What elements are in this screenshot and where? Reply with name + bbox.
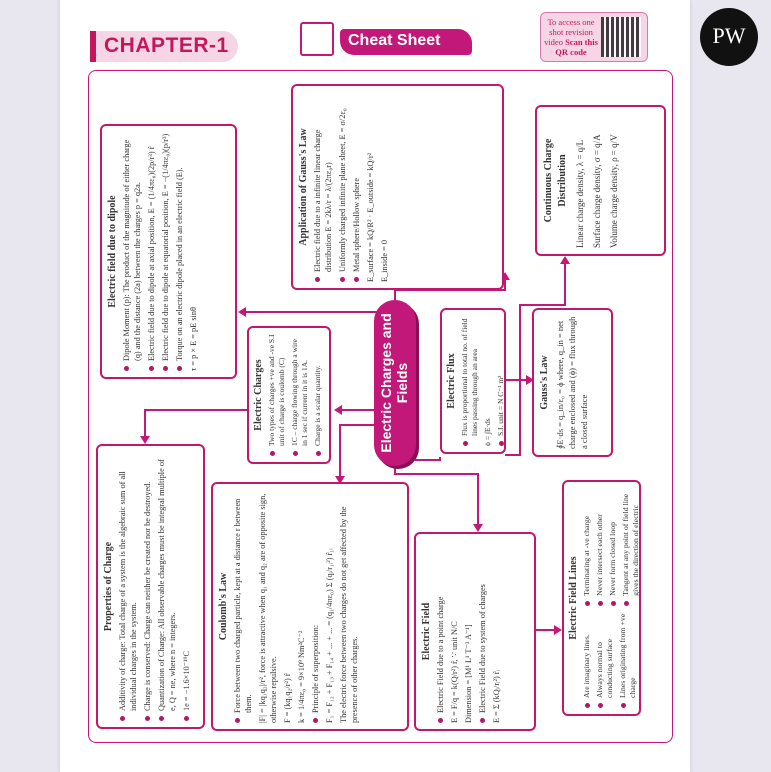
list-item: Are imaginary lines. [582,610,592,708]
inside-formula: E_inside = 0 [380,239,389,282]
torque-formula: τ = p × E = pE sinθ [189,307,198,371]
qr-text: To access one shot revision video [544,17,595,47]
list-item: Electric field due to dipole at axial po… [146,132,157,371]
dimension: Dimension = [M¹ L¹ T⁻³ A⁻¹] [464,624,473,723]
link-coulomb [339,424,375,480]
list-item: Charge is conserved: Charge can neither … [142,452,153,721]
coulomb-title: Coulomb's Law [218,572,229,641]
link-continuous [505,260,566,456]
sphere-formula: E_surface = kQ/R² · E_outside = kQ/r² [366,152,375,282]
list-item: Electric field due to a infinite linear … [312,92,334,282]
gauss-text: ∮E·ds = q_in/ε₀ = ϕ where, q_in = net ch… [555,316,589,449]
cheat-sheet-banner: Cheat Sheet [340,29,472,55]
list-item: Force between two charged particle, kept… [232,490,254,723]
list-item: Never intersect each other [595,488,605,606]
electric-charges-box: Electric Charges Two types of charges +v… [247,326,331,464]
properties-box: Properties of Charge Additivity of charg… [96,444,205,729]
list-item: Additivity of charge: Total charge of a … [117,452,139,721]
coulomb-box: Coulomb's Law Force between two charged … [211,482,409,731]
coulomb-formula: |F| = |kq₁q₂|/r², force is attractive wh… [258,493,278,723]
coulomb-vector: F = (kq₁q₂/r²) r̂ [283,673,292,723]
superposition-formula: F₁ = F₁₂ + F₁₃ + F₁₄ + ... + ... = (q₁/4… [325,548,334,723]
list-item: Electric Field due to a point charge [435,540,446,723]
list-item: Never form closed loop [608,488,618,606]
list-item: Uniformly charged infinite plane sheet, … [337,92,348,282]
flux-formula: ϕ = ∫E·ds [483,418,492,446]
qr-bold: Scan this QR code [555,37,598,57]
list-item: Dipole Moment (p): The product of the ma… [121,132,143,371]
link-efield [394,466,479,528]
efield-title: Electric Field [421,602,432,661]
list-item: Flux is proportional to total no. of fie… [460,316,480,446]
list-item: Lines originating from +ve charge [618,610,638,708]
dipole-box: Electric field due to dipole Dipole Mome… [100,124,237,379]
dipole-title: Electric field due to dipole [107,195,118,308]
link-properties [144,409,250,440]
chapter-label: CHAPTER-1 [90,31,238,62]
list-item: Principle of superposition: [310,490,321,723]
qr-box: To access one shot revision video Scan t… [540,12,648,62]
list-item: Electric Field due to system of charges [477,540,488,723]
electric-flux-box: Electric Flux Flux is proportional to to… [440,308,506,454]
list-item: Linear charge density, λ = q/L [575,139,585,248]
efield-formula: E = F/q = k(Q/r²) r̂, ∵ unit N/C [450,621,459,723]
list-item: Volume charge density, ρ = q/V [609,134,619,248]
gauss-application-box: Application of Gauss's Law Electric fiel… [291,84,504,290]
list-item: Two types of charges +ve and -ve S.I uni… [267,334,287,456]
link-dipole [240,300,396,313]
qr-code-icon[interactable] [601,17,641,57]
list-item: Terminating at -ve charge [582,488,592,606]
list-item: Metal sphere/Hollow sphere [351,92,362,282]
list-item: Tangent at any point of field line gives… [621,488,639,606]
list-item: Quantization of Charge: All observable c… [156,452,178,721]
field-lines-box: Electric Field Lines Are imaginary lines… [562,480,641,716]
link-flux [415,457,441,461]
list-item: Torque on an electric dipole placed in a… [174,132,185,371]
flux-title: Electric Flux [446,353,457,409]
list-item: Charge is a scalar quantity. [313,334,323,456]
central-title: Electric Charges and Fields [378,313,410,453]
continuous-box: Continuous Charge Distribution Linear ch… [535,105,666,256]
system-formula: E = Σ (kQᵢ/rᵢ²) r̂ᵢ [492,670,501,723]
coulomb-constant: k = 1/4πε₀ = 9×10⁹ Nm²C⁻² [297,630,306,723]
list-item: 1e = −1.6×10⁻¹⁹C [181,452,192,721]
coulomb-note: The electric force between two charges d… [339,506,359,723]
electric-field-box: Electric Field Electric Field due to a p… [414,532,536,731]
pw-logo: PW [700,8,758,66]
continuous-title: Continuous Charge Distribution [543,138,568,223]
gauss-app-title: Application of Gauss's Law [298,128,309,246]
gauss-title: Gauss's Law [539,355,550,410]
list-item: 1C – charge flowing through a wire in 1 … [290,334,310,456]
list-item: Always normal to conducting surface [595,610,615,708]
clipboard-icon [300,22,334,56]
content-frame [88,70,673,743]
lines-title: Electric Field Lines [568,556,579,640]
link-gaussapp [394,275,506,300]
charges-title: Electric Charges [253,359,264,431]
gauss-law-box: Gauss's Law ∮E·ds = q_in/ε₀ = ϕ where, q… [532,308,613,457]
list-item: Surface charge density, σ = q/A [592,134,602,248]
properties-title: Properties of Charge [103,541,114,632]
list-item: S.I. unit = N C⁻¹ m² [496,316,504,446]
list-item: Electric field due to dipole at equatori… [160,132,171,371]
central-topic: Electric Charges and Fields [374,300,416,466]
